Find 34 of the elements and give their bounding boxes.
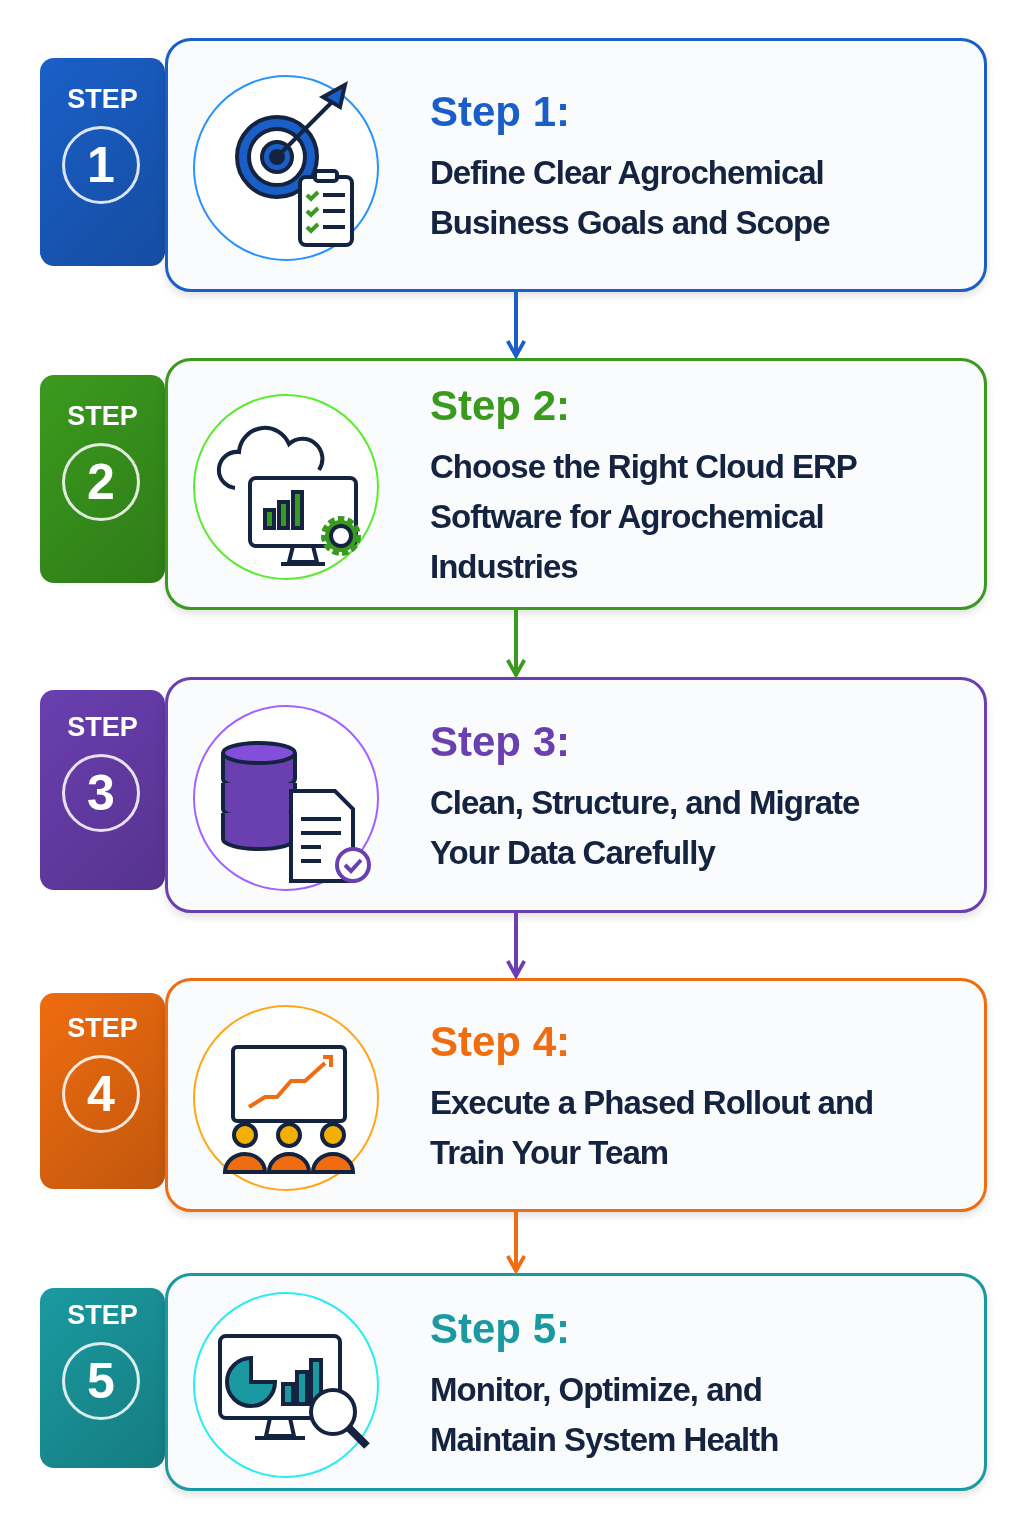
step-label: STEP — [66, 84, 139, 115]
step-label: STEP — [66, 1013, 139, 1044]
step-badge — [40, 690, 165, 890]
arrow — [505, 913, 527, 978]
step-title: Step 4: — [430, 1018, 571, 1066]
step-badge — [40, 993, 165, 1189]
step-description: Define Clear Agrochemical Business Goals and Scope — [430, 153, 831, 243]
arrow — [505, 1212, 527, 1273]
step-card — [165, 677, 987, 913]
step-card — [165, 1273, 987, 1491]
step-label: STEP — [66, 1300, 139, 1331]
step-title: Step 2: — [430, 382, 571, 430]
step-number: 4 — [62, 1055, 140, 1133]
step-number: 3 — [62, 754, 140, 832]
step-number: 1 — [62, 126, 140, 204]
step-card — [165, 978, 987, 1212]
step-label: STEP — [66, 712, 139, 743]
step-title: Step 3: — [430, 718, 571, 766]
arrow — [505, 292, 527, 358]
step-label: STEP — [66, 401, 139, 432]
step-badge — [40, 58, 165, 266]
step-card — [165, 358, 987, 610]
step-description: Monitor, Optimize, and Maintain System Health — [430, 1370, 780, 1460]
step-number: 2 — [62, 443, 140, 521]
arrow — [505, 610, 527, 677]
step-title: Step 5: — [430, 1305, 571, 1353]
step-badge — [40, 1288, 165, 1468]
step-title: Step 1: — [430, 88, 571, 136]
step-description: Choose the Right Cloud ERP Software for Agrochemical Industries — [430, 447, 858, 587]
step-badge — [40, 375, 165, 583]
step-description: Clean, Structure, and Migrate Your Data Carefully — [430, 783, 861, 873]
step-number: 5 — [62, 1342, 140, 1420]
step-description: Execute a Phased Rollout and Train Your Team — [430, 1083, 875, 1173]
step-card — [165, 38, 987, 292]
